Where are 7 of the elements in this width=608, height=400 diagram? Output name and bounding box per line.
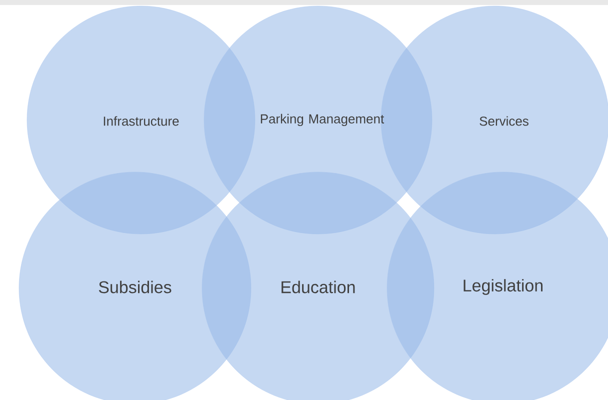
circle-label: Parking Management: [260, 114, 384, 126]
circle-label: Infrastructure: [104, 116, 179, 126]
circle-label: Education: [282, 280, 355, 294]
circle-label: Legislation: [464, 279, 543, 295]
circle-label: Services: [480, 116, 528, 126]
circle-label: Subsidies: [98, 280, 172, 294]
circle: [386, 172, 608, 400]
